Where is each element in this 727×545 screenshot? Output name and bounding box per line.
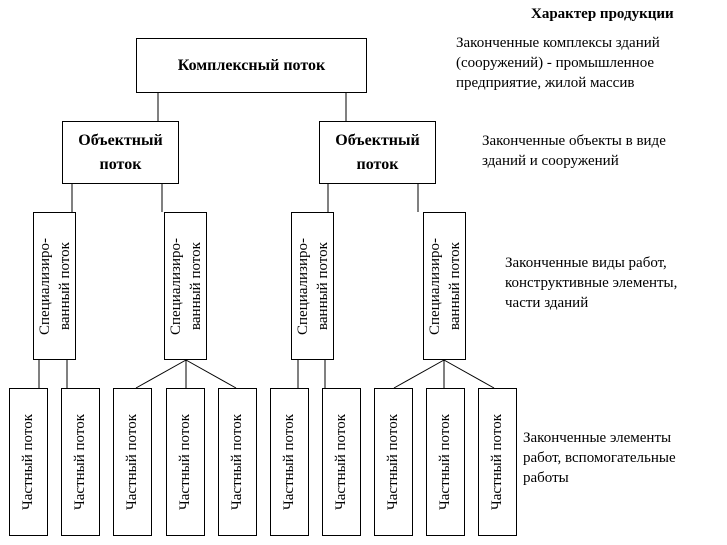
object-flow-box: Объектный поток xyxy=(319,121,436,184)
object-flow-box: Объектный поток xyxy=(62,121,179,184)
partial-flow-label: Частный поток xyxy=(72,414,88,510)
specialized-flow-label: Специализиро- ванный поток xyxy=(167,237,204,335)
level1-description: Законченные комплексы зданий (сооружений… xyxy=(456,35,660,91)
complex-flow-box: Комплексный поток xyxy=(136,38,367,93)
level2-description: Законченные объекты в виде зданий и соор… xyxy=(482,133,666,169)
specialized-flow-box: Специализиро- ванный поток xyxy=(33,212,76,360)
partial-flow-box: Частный поток xyxy=(322,388,361,536)
object-flow-label: Объектный поток xyxy=(78,131,163,173)
partial-flow-box: Частный поток xyxy=(478,388,517,536)
partial-flow-box: Частный поток xyxy=(426,388,465,536)
specialized-flow-box: Специализиро- ванный поток xyxy=(423,212,466,360)
partial-flow-label: Частный поток xyxy=(177,414,193,510)
specialized-flow-label: Специализиро- ванный поток xyxy=(426,237,463,335)
partial-flow-label: Частный поток xyxy=(229,414,245,510)
partial-flow-label: Частный поток xyxy=(385,414,401,510)
partial-flow-box: Частный поток xyxy=(374,388,413,536)
specialized-flow-label: Специализиро- ванный поток xyxy=(36,237,73,335)
specialized-flow-label: Специализиро- ванный поток xyxy=(294,237,331,335)
partial-flow-label: Частный поток xyxy=(281,414,297,510)
partial-flow-box: Частный поток xyxy=(113,388,152,536)
object-flow-label: Объектный поток xyxy=(335,131,420,173)
partial-flow-label: Частный поток xyxy=(124,414,140,510)
specialized-flow-box: Специализиро- ванный поток xyxy=(164,212,207,360)
partial-flow-box: Частный поток xyxy=(218,388,257,536)
partial-flow-box: Частный поток xyxy=(61,388,100,536)
partial-flow-box: Частный поток xyxy=(166,388,205,536)
complex-flow-label: Комплексный поток xyxy=(177,56,326,74)
level4-description: Законченные элементы работ, вспомогатель… xyxy=(523,430,676,486)
partial-flow-label: Частный поток xyxy=(489,414,505,510)
product-nature-heading: Характер продукции xyxy=(531,6,674,22)
partial-flow-label: Частный поток xyxy=(333,414,349,510)
level3-description: Законченные виды работ, конструктивные э… xyxy=(505,255,678,311)
specialized-flow-box: Специализиро- ванный поток xyxy=(291,212,334,360)
partial-flow-box: Частный поток xyxy=(270,388,309,536)
partial-flow-box: Частный поток xyxy=(9,388,48,536)
partial-flow-label: Частный поток xyxy=(437,414,453,510)
partial-flow-label: Частный поток xyxy=(20,414,36,510)
